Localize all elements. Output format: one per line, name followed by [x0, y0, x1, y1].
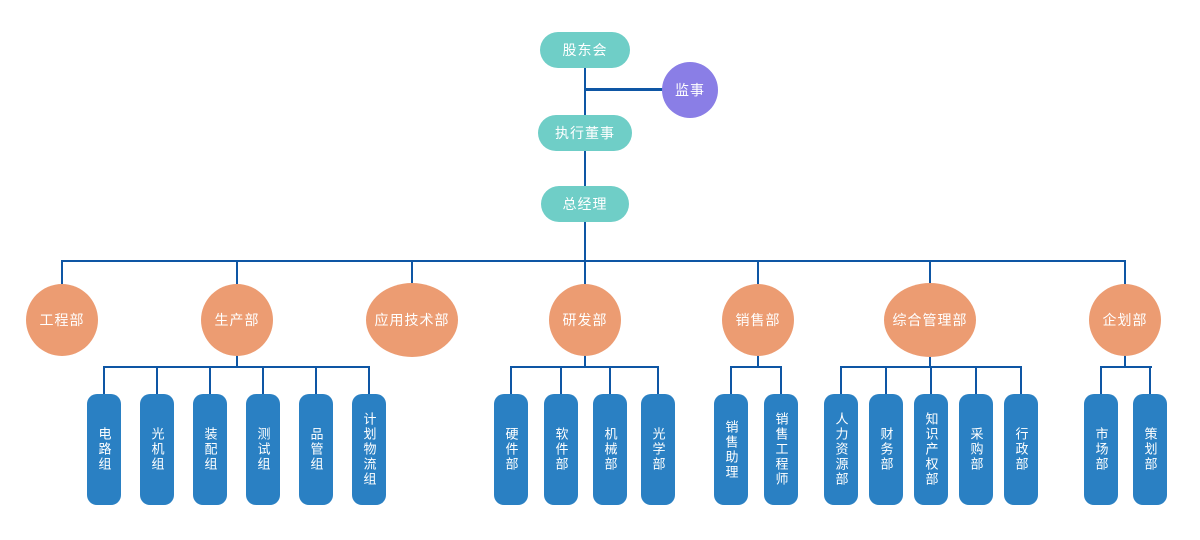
- node-label: 光学部: [650, 427, 666, 472]
- node-team-optics[interactable]: 光学部: [641, 394, 675, 505]
- connector-line: [584, 151, 586, 186]
- node-team-assembly[interactable]: 装配组: [193, 394, 227, 505]
- node-team-hardware[interactable]: 硬件部: [494, 394, 528, 505]
- connector-line: [757, 355, 759, 368]
- node-label: 应用技术部: [374, 312, 450, 328]
- connector-line: [236, 260, 238, 284]
- node-dept-planning[interactable]: 企划部: [1089, 284, 1161, 356]
- connector-line: [585, 88, 663, 91]
- node-label: 软件部: [553, 427, 569, 472]
- node-label: 总经理: [562, 196, 608, 212]
- node-label: 执行董事: [555, 125, 615, 141]
- node-team-administration[interactable]: 行政部: [1004, 394, 1038, 505]
- connector-line: [584, 222, 586, 284]
- node-dept-production[interactable]: 生产部: [201, 284, 273, 356]
- node-dept-general-admin[interactable]: 综合管理部: [884, 283, 976, 357]
- node-dept-rnd[interactable]: 研发部: [549, 284, 621, 356]
- node-team-marketing[interactable]: 市场部: [1084, 394, 1118, 505]
- node-team-sales-assistant[interactable]: 销售助理: [714, 394, 748, 505]
- node-team-procurement[interactable]: 采购部: [959, 394, 993, 505]
- node-team-software[interactable]: 软件部: [544, 394, 578, 505]
- node-general-manager[interactable]: 总经理: [541, 186, 629, 222]
- node-label: 装配组: [202, 427, 218, 472]
- connector-line: [780, 366, 782, 394]
- node-label: 综合管理部: [892, 312, 968, 328]
- node-label: 光机组: [149, 427, 165, 472]
- node-label: 企划部: [1102, 312, 1148, 328]
- node-supervisor[interactable]: 监事: [662, 62, 718, 118]
- connector-line: [411, 260, 413, 284]
- connector-line: [1100, 366, 1152, 368]
- node-team-circuit[interactable]: 电路组: [87, 394, 121, 505]
- node-label: 研发部: [562, 312, 608, 328]
- node-label: 人力资源部: [833, 412, 849, 487]
- node-executive-director[interactable]: 执行董事: [538, 115, 632, 151]
- node-label: 知识产权部: [923, 412, 939, 487]
- node-shareholders[interactable]: 股东会: [540, 32, 630, 68]
- node-team-finance[interactable]: 财务部: [869, 394, 903, 505]
- node-team-planning[interactable]: 策划部: [1133, 394, 1167, 505]
- node-label: 行政部: [1013, 427, 1029, 472]
- connector-line: [1149, 366, 1151, 394]
- connector-line: [315, 366, 317, 394]
- connector-line: [61, 260, 1126, 262]
- node-label: 电路组: [96, 427, 112, 472]
- connector-line: [609, 366, 611, 394]
- node-team-ip[interactable]: 知识产权部: [914, 394, 948, 505]
- connector-line: [510, 366, 512, 394]
- connector-line: [929, 260, 931, 284]
- node-label: 计划物流组: [361, 412, 377, 487]
- node-team-quality[interactable]: 品管组: [299, 394, 333, 505]
- connector-line: [730, 366, 782, 368]
- connector-line: [209, 366, 211, 394]
- node-label: 销售助理: [723, 419, 739, 480]
- node-label: 销售部: [735, 312, 781, 328]
- node-label: 市场部: [1093, 427, 1109, 472]
- node-label: 销售工程师: [773, 412, 789, 487]
- connector-line: [584, 68, 586, 115]
- node-dept-applied-tech[interactable]: 应用技术部: [366, 283, 458, 357]
- connector-line: [975, 366, 977, 394]
- connector-line: [510, 366, 659, 368]
- node-dept-engineering[interactable]: 工程部: [26, 284, 98, 356]
- node-label: 策划部: [1142, 427, 1158, 472]
- connector-line: [1020, 366, 1022, 394]
- connector-line: [560, 366, 562, 394]
- node-team-testing[interactable]: 测试组: [246, 394, 280, 505]
- node-label: 监事: [675, 82, 705, 98]
- connector-line: [103, 366, 370, 368]
- connector-line: [368, 366, 370, 394]
- connector-line: [1100, 366, 1102, 394]
- connector-line: [929, 355, 931, 368]
- node-team-hr[interactable]: 人力资源部: [824, 394, 858, 505]
- node-team-optomech[interactable]: 光机组: [140, 394, 174, 505]
- connector-line: [1124, 260, 1126, 284]
- node-label: 测试组: [255, 427, 271, 472]
- connector-line: [657, 366, 659, 394]
- connector-line: [930, 366, 932, 394]
- connector-line: [61, 260, 63, 284]
- node-label: 硬件部: [503, 427, 519, 472]
- connector-line: [262, 366, 264, 394]
- node-label: 工程部: [39, 312, 85, 328]
- connector-line: [757, 260, 759, 284]
- connector-line: [1124, 355, 1126, 368]
- node-dept-sales[interactable]: 销售部: [722, 284, 794, 356]
- connector-line: [156, 366, 158, 394]
- node-team-sales-engineer[interactable]: 销售工程师: [764, 394, 798, 505]
- node-label: 股东会: [562, 42, 608, 58]
- node-label: 品管组: [308, 427, 324, 472]
- connector-line: [236, 355, 238, 368]
- node-label: 财务部: [878, 427, 894, 472]
- node-label: 生产部: [214, 312, 260, 328]
- connector-line: [730, 366, 732, 394]
- node-team-mechanical[interactable]: 机械部: [593, 394, 627, 505]
- connector-line: [584, 355, 586, 368]
- connector-line: [885, 366, 887, 394]
- connector-line: [840, 366, 842, 394]
- node-team-logistics[interactable]: 计划物流组: [352, 394, 386, 505]
- node-label: 采购部: [968, 427, 984, 472]
- node-label: 机械部: [602, 427, 618, 472]
- connector-line: [103, 366, 105, 394]
